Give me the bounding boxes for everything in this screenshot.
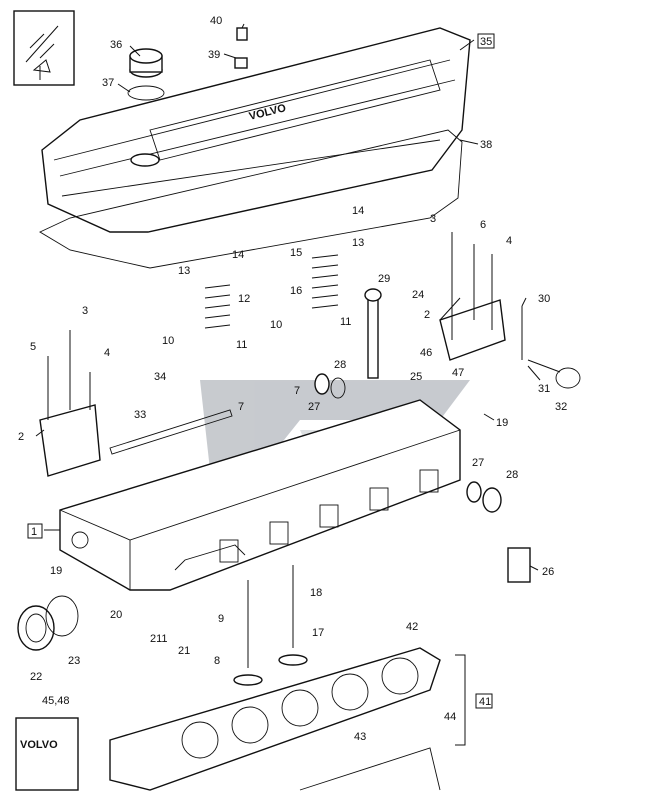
label-47: 47: [452, 367, 464, 379]
cover-bolt: [234, 27, 248, 69]
label-3b: 3: [82, 305, 88, 317]
injector: [364, 288, 382, 379]
label-box-1: [27, 523, 43, 539]
valve-intake: [278, 565, 308, 666]
label-25: 25: [410, 371, 422, 383]
head-gasket-second: [299, 747, 441, 791]
sealant-box: VOLVO: [15, 717, 79, 791]
plug: [314, 373, 502, 513]
label-6: 6: [480, 219, 486, 231]
label-10b: 10: [270, 319, 282, 331]
label-35: 35: [480, 36, 492, 48]
label-38: 38: [480, 139, 492, 151]
rocker-shaft-right: [439, 232, 506, 361]
orientation-arrow-icon: [13, 10, 75, 86]
leader-lines: [35, 23, 541, 571]
label-7a: 7: [238, 401, 244, 413]
label-15: 15: [290, 247, 302, 259]
label-16: 16: [290, 285, 302, 297]
label-29: 29: [378, 273, 390, 285]
label-28b: 28: [506, 469, 518, 481]
label-27a: 27: [308, 401, 320, 413]
valve-spring-left: [204, 284, 231, 329]
label-31: 31: [538, 383, 550, 395]
label-2b: 2: [18, 431, 24, 443]
label-40: 40: [210, 15, 222, 27]
oil-filler-cap: [129, 48, 163, 78]
label-11b: 11: [340, 316, 351, 328]
valve-exhaust: [233, 580, 263, 686]
part-labels: 40 39 36 37 35 38 14 13 12 11 10 14 13 1…: [18, 15, 567, 743]
label-box-41: [475, 693, 493, 709]
label-27b: 27: [472, 457, 484, 469]
label-28a: 28: [334, 359, 346, 371]
label-box-35: [477, 33, 495, 49]
label-22: 22: [30, 671, 42, 683]
label-14b: 14: [352, 205, 364, 217]
label-7b: 7: [294, 385, 300, 397]
label-26: 26: [542, 566, 554, 578]
label-2a: 2: [424, 309, 430, 321]
label-8: 8: [214, 655, 220, 667]
label-42: 42: [406, 621, 418, 633]
thermostat-housing: [507, 547, 531, 583]
box-brand: VOLVO: [20, 739, 58, 751]
label-17: 17: [312, 627, 324, 639]
seal-ring: [17, 595, 79, 651]
label-12: 12: [238, 293, 250, 305]
label-19a: 19: [496, 417, 508, 429]
label-46: 46: [420, 347, 432, 359]
label-18: 18: [310, 587, 322, 599]
label-4a: 4: [506, 235, 512, 247]
label-3a: 3: [430, 213, 436, 225]
head-gasket: [109, 647, 441, 791]
label-1: 1: [31, 526, 37, 538]
label-13b: 13: [352, 237, 364, 249]
label-4b: 4: [104, 347, 110, 359]
label-24: 24: [412, 289, 424, 301]
label-13a: 13: [178, 265, 190, 277]
label-33: 33: [134, 409, 146, 421]
label-36: 36: [110, 39, 122, 51]
label-4548: 45,48: [42, 695, 70, 707]
label-19b: 19: [50, 565, 62, 577]
label-9: 9: [218, 613, 224, 625]
cover-gasket: [39, 129, 463, 269]
dipstick-tube: [109, 409, 233, 455]
label-14a: 14: [232, 249, 244, 261]
label-10a: 10: [162, 335, 174, 347]
rocker-shaft-left: [39, 330, 101, 477]
label-34: 34: [154, 371, 166, 383]
label-5: 5: [30, 341, 36, 353]
label-41: 41: [479, 696, 491, 708]
label-32: 32: [555, 401, 567, 413]
label-211: 211: [150, 633, 168, 645]
valve-spring-right: [311, 254, 339, 309]
label-39: 39: [208, 49, 220, 61]
label-44: 44: [444, 711, 456, 723]
cylinder-head: [59, 399, 461, 591]
label-43: 43: [354, 731, 366, 743]
label-30: 30: [538, 293, 550, 305]
label-37: 37: [102, 77, 114, 89]
valve-cover: VOLVO: [41, 27, 471, 233]
label-20: 20: [110, 609, 122, 621]
label-21: 21: [178, 645, 190, 657]
label-23: 23: [68, 655, 80, 667]
sensor: [521, 306, 581, 389]
label-11a: 11: [236, 339, 247, 351]
cap-seal: [127, 85, 165, 101]
